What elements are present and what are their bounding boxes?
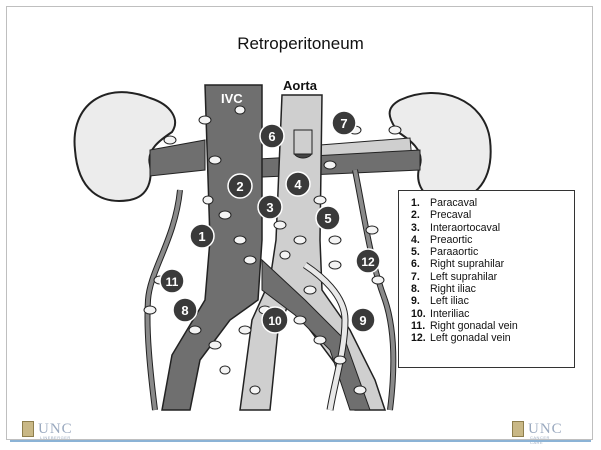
legend-item: 11.Right gonadal vein	[411, 320, 574, 332]
legend-item: 6.Right suprahilar	[411, 258, 574, 270]
svg-text:7: 7	[340, 116, 347, 131]
aorta-label: Aorta	[283, 78, 318, 93]
marker-2: 2	[228, 174, 252, 198]
right-logo: UNC CANCER CARE	[512, 419, 563, 439]
svg-text:10: 10	[268, 314, 282, 328]
well-logo-icon	[22, 421, 34, 437]
svg-text:5: 5	[324, 211, 331, 226]
svg-text:11: 11	[166, 275, 179, 289]
legend-item: 7.Left suprahilar	[411, 271, 574, 283]
marker-1: 1	[190, 224, 214, 248]
legend-item: 4.Preaortic	[411, 234, 574, 246]
right-kidney	[75, 92, 176, 201]
svg-text:12: 12	[361, 255, 375, 269]
svg-text:9: 9	[359, 313, 366, 328]
svg-text:1: 1	[198, 229, 205, 244]
svg-text:4: 4	[294, 177, 302, 192]
marker-9: 9	[351, 308, 375, 332]
legend-item: 1.Paracaval	[411, 197, 574, 209]
well-logo-icon	[512, 421, 524, 437]
marker-10: 10	[262, 307, 288, 333]
svg-text:6: 6	[268, 129, 275, 144]
marker-7: 7	[332, 111, 356, 135]
legend-item: 9.Left iliac	[411, 295, 574, 307]
legend-item: 2.Precaval	[411, 209, 574, 221]
marker-12: 12	[356, 249, 380, 273]
left-logo: UNC LINEBERGER	[22, 419, 73, 439]
legend-box: 1.Paracaval 2.Precaval 3.Interaortocaval…	[398, 190, 575, 368]
svg-text:3: 3	[266, 200, 273, 215]
legend-item: 10.Interiliac	[411, 308, 574, 320]
svg-text:8: 8	[181, 303, 188, 318]
ivc-label: IVC	[221, 91, 243, 106]
marker-3: 3	[258, 195, 282, 219]
marker-4: 4	[286, 172, 310, 196]
marker-5: 5	[316, 206, 340, 230]
footer-divider	[10, 440, 591, 442]
legend-item: 3.Interaortocaval	[411, 222, 574, 234]
marker-8: 8	[173, 298, 197, 322]
legend-item: 12.Left gonadal vein	[411, 332, 574, 344]
svg-text:2: 2	[236, 179, 243, 194]
legend-item: 5.Paraaortic	[411, 246, 574, 258]
marker-11: 11	[160, 269, 184, 293]
legend-item: 8.Right iliac	[411, 283, 574, 295]
marker-6: 6	[260, 124, 284, 148]
